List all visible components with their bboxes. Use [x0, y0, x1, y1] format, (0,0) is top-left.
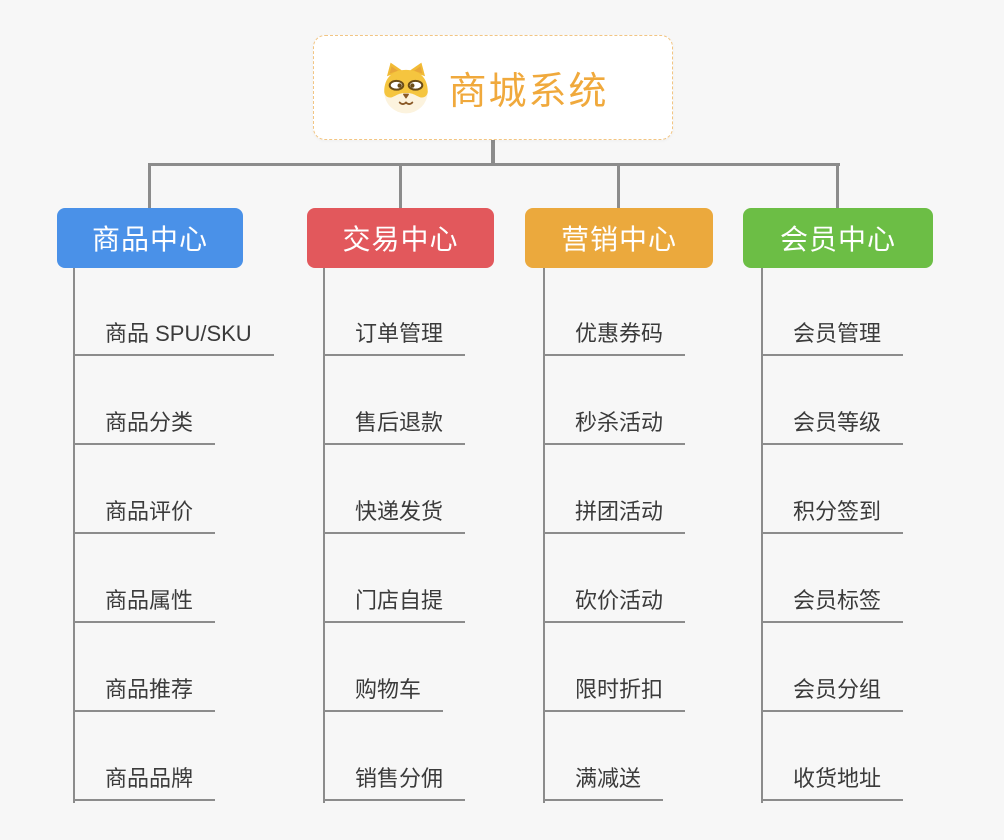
- leaf-item[interactable]: 积分签到: [761, 445, 904, 534]
- leaf-label: 订单管理: [323, 320, 466, 356]
- connector-drop: [148, 164, 151, 208]
- leaf-item[interactable]: 商品推荐: [73, 623, 274, 712]
- branch-product-center: 商品中心 商品 SPU/SKU 商品分类 商品评价 商品属性 商品推荐 商品品牌: [57, 208, 297, 820]
- branch-spine: [73, 268, 75, 803]
- leaf-label: 售后退款: [323, 409, 466, 445]
- leaf-item[interactable]: 会员分组: [761, 623, 904, 712]
- leaf-label: 购物车: [323, 676, 444, 712]
- leaf-item[interactable]: 满减送: [543, 712, 685, 801]
- leaf-item[interactable]: 会员标签: [761, 534, 904, 623]
- leaf-item[interactable]: 销售分佣: [323, 712, 466, 801]
- leaf-item[interactable]: 快递发货: [323, 445, 466, 534]
- leaf-item[interactable]: 会员管理: [761, 268, 904, 356]
- leaf-item[interactable]: 订单管理: [323, 268, 466, 356]
- branch-node[interactable]: 交易中心: [307, 208, 494, 268]
- leaf-label: 优惠券码: [543, 320, 686, 356]
- leaf-item[interactable]: 秒杀活动: [543, 356, 686, 445]
- leaf-label: 商品品牌: [73, 765, 216, 801]
- connector-root-drop: [491, 139, 495, 165]
- leaf-label: 商品评价: [73, 498, 216, 534]
- leaf-label: 会员等级: [761, 409, 904, 445]
- root-node[interactable]: 商城系统: [313, 35, 673, 140]
- leaf-label: 商品属性: [73, 587, 216, 623]
- leaf-label: 满减送: [543, 765, 664, 801]
- leaf-label: 会员分组: [761, 676, 904, 712]
- leaf-item[interactable]: 砍价活动: [543, 534, 686, 623]
- leaf-item[interactable]: 限时折扣: [543, 623, 686, 712]
- leaf-item[interactable]: 商品评价: [73, 445, 274, 534]
- leaf-label: 商品 SPU/SKU: [73, 320, 274, 356]
- branch-node[interactable]: 会员中心: [743, 208, 933, 268]
- branch-node[interactable]: 商品中心: [57, 208, 243, 268]
- leaf-label: 砍价活动: [543, 587, 686, 623]
- leaf-item[interactable]: 商品 SPU/SKU: [73, 268, 274, 356]
- branch-spine: [761, 268, 763, 803]
- leaf-item[interactable]: 商品分类: [73, 356, 274, 445]
- branch-member-center: 会员中心 会员管理 会员等级 积分签到 会员标签 会员分组 收货地址: [743, 208, 983, 820]
- leaf-label: 商品推荐: [73, 676, 216, 712]
- branch-trade-center: 交易中心 订单管理 售后退款 快递发货 门店自提 购物车 销售分佣: [307, 208, 547, 820]
- leaf-item[interactable]: 商品品牌: [73, 712, 274, 801]
- leaf-label: 收货地址: [761, 765, 904, 801]
- leaf-list: 订单管理 售后退款 快递发货 门店自提 购物车 销售分佣: [323, 268, 466, 801]
- connector-drop: [836, 164, 839, 208]
- leaf-list: 商品 SPU/SKU 商品分类 商品评价 商品属性 商品推荐 商品品牌: [73, 268, 274, 801]
- leaf-item[interactable]: 收货地址: [761, 712, 904, 801]
- leaf-label: 秒杀活动: [543, 409, 686, 445]
- leaf-list: 优惠券码 秒杀活动 拼团活动 砍价活动 限时折扣 满减送: [543, 268, 686, 801]
- leaf-item[interactable]: 优惠券码: [543, 268, 686, 356]
- connector-bus: [148, 163, 840, 166]
- leaf-label: 快递发货: [323, 498, 466, 534]
- leaf-item[interactable]: 商品属性: [73, 534, 274, 623]
- leaf-label: 限时折扣: [543, 676, 686, 712]
- leaf-list: 会员管理 会员等级 积分签到 会员标签 会员分组 收货地址: [761, 268, 904, 801]
- leaf-label: 会员标签: [761, 587, 904, 623]
- branch-marketing-center: 营销中心 优惠券码 秒杀活动 拼团活动 砍价活动 限时折扣 满减送: [525, 208, 765, 820]
- leaf-label: 拼团活动: [543, 498, 686, 534]
- leaf-label: 商品分类: [73, 409, 216, 445]
- connector-drop: [399, 164, 402, 208]
- leaf-item[interactable]: 购物车: [323, 623, 465, 712]
- leaf-label: 会员管理: [761, 320, 904, 356]
- leaf-item[interactable]: 售后退款: [323, 356, 466, 445]
- leaf-item[interactable]: 拼团活动: [543, 445, 686, 534]
- branch-spine: [543, 268, 545, 803]
- connector-drop: [617, 164, 620, 208]
- doge-icon: [384, 62, 429, 113]
- root-label: 商城系统: [448, 71, 609, 113]
- leaf-label: 门店自提: [323, 587, 466, 623]
- leaf-label: 销售分佣: [323, 765, 466, 801]
- leaf-label: 积分签到: [761, 498, 904, 534]
- leaf-item[interactable]: 门店自提: [323, 534, 466, 623]
- branch-node[interactable]: 营销中心: [525, 208, 713, 268]
- leaf-item[interactable]: 会员等级: [761, 356, 904, 445]
- branch-spine: [323, 268, 325, 803]
